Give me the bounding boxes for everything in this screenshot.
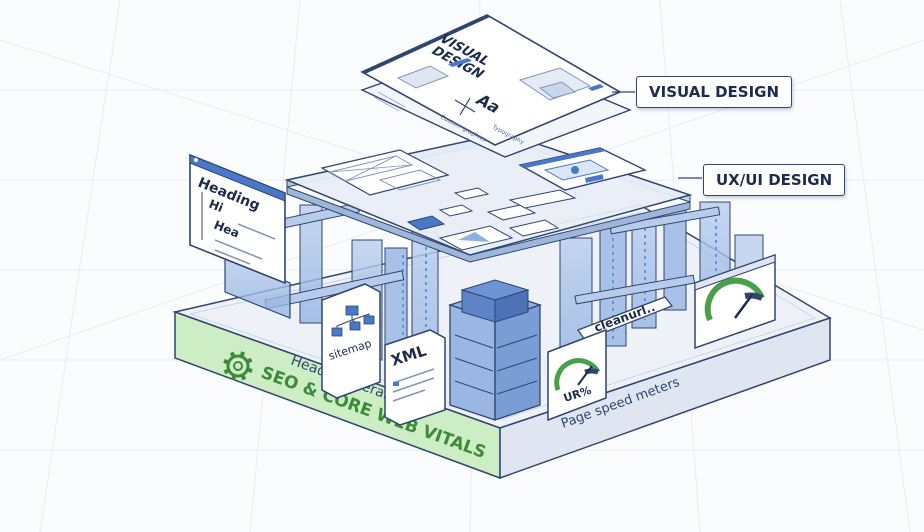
sitemap-tree-icon (331, 305, 375, 337)
wireframe-screen (320, 149, 450, 196)
xml-document: XML (384, 329, 446, 426)
visual-design-callout-text: VISUAL DESIGN (649, 83, 780, 101)
ui-mockup-screen (518, 147, 648, 191)
custom-graphics-icon (454, 97, 476, 116)
ux-ui-layer (284, 132, 693, 263)
heading-h2: Hi (207, 197, 225, 215)
heading-hierarchy-panel: Heading Hi Hea (189, 153, 291, 319)
visual-design-callout: VISUAL DESIGN (636, 76, 793, 108)
page-speed-gauge-back (694, 253, 776, 350)
gear-icon (223, 351, 253, 381)
ux-ui-design-callout: UX/UI DESIGN (703, 164, 846, 196)
visual-design-layer: VISUAL DESIGN Aa Typography Custom graph… (360, 14, 632, 158)
central-server-tower (447, 279, 543, 421)
sitemap-document: sitemap (321, 283, 381, 399)
ux-ui-design-callout-text: UX/UI DESIGN (716, 171, 833, 189)
page-speed-gauge-front: UR% (547, 328, 607, 422)
ui-component-tiles (406, 187, 577, 251)
